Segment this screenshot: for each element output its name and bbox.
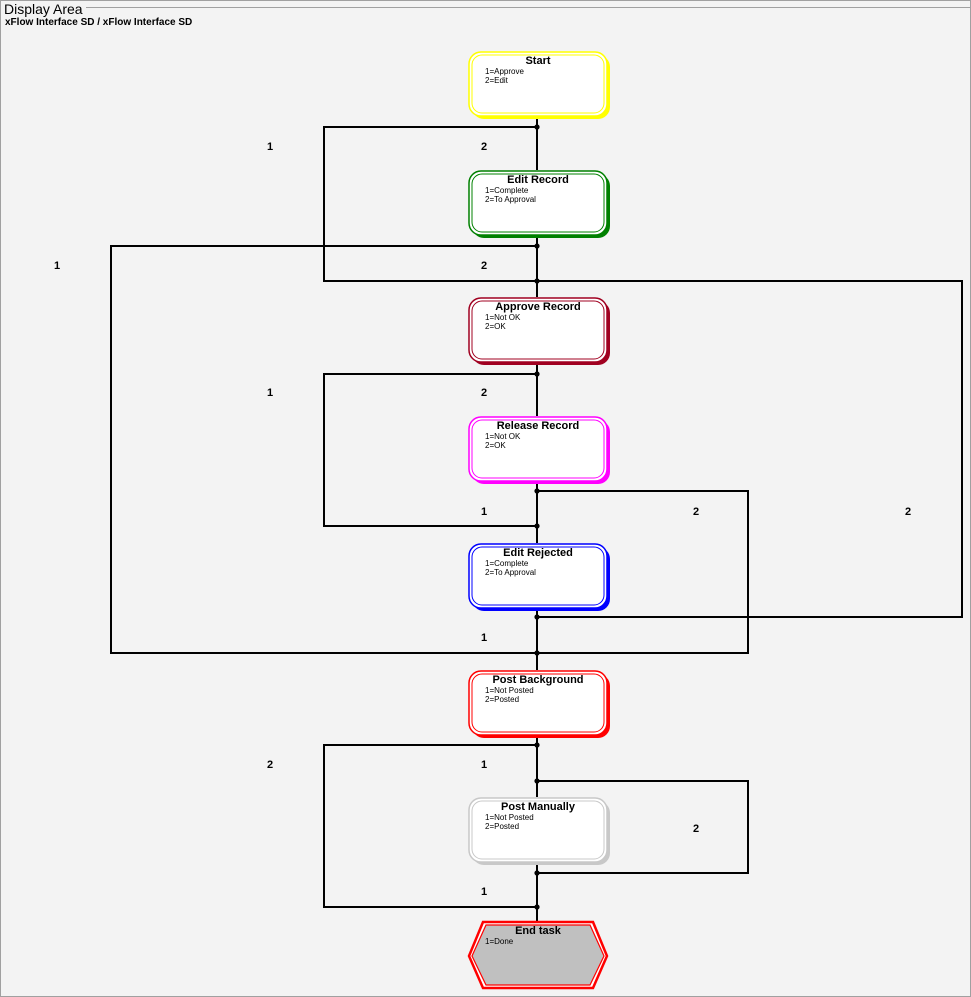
edge-junctions: [534, 124, 540, 910]
edge-label: 1: [54, 260, 60, 272]
node-option: 2=Posted: [485, 822, 519, 831]
edge-labels: 1 2 1 2 1 2 1 2 2 1 2 1 2 1: [54, 141, 911, 898]
edge-label: 1: [481, 506, 487, 518]
display-area-title: Display Area: [4, 1, 86, 17]
edge-junction-dot: [534, 124, 540, 130]
node-title: Post Manually: [501, 801, 576, 813]
edge-label: 2: [267, 759, 273, 771]
edge-junction-dot: [534, 742, 540, 748]
node-body: [471, 546, 605, 606]
node-title: Start: [525, 55, 550, 67]
node-title: Release Record: [497, 420, 580, 432]
edge-junction-dot: [534, 904, 540, 910]
edge-label: 1: [267, 141, 273, 153]
edge-junction-dot: [534, 614, 540, 620]
node-body: [471, 800, 605, 860]
node-option: 2=To Approval: [485, 195, 536, 204]
node-option: 1=Complete: [485, 186, 529, 195]
edge-label: 2: [905, 506, 911, 518]
node-option: 1=Complete: [485, 559, 529, 568]
node-option: 2=OK: [485, 322, 506, 331]
node-title: End task: [515, 925, 562, 937]
edge-label: 1: [481, 886, 487, 898]
edge-label: 2: [693, 823, 699, 835]
edge-edit-rejected-to-approve-record[interactable]: [537, 280, 963, 618]
edge-junction-dot: [534, 488, 540, 494]
edge-approve-record-to-edit-rejected[interactable]: [323, 373, 537, 527]
edge-label: 2: [481, 387, 487, 399]
edge-label: 2: [481, 141, 487, 153]
edge-junction-dot: [534, 278, 540, 284]
node-body: [471, 173, 605, 233]
node-option: 1=Approve: [485, 67, 524, 76]
edge-label: 1: [481, 759, 487, 771]
node-option: 2=OK: [485, 441, 506, 450]
edge-start-to-approve-record[interactable]: [323, 126, 537, 282]
edge-release-record-to-post-background[interactable]: [537, 490, 749, 654]
node-option: 2=To Approval: [485, 568, 536, 577]
node-option: 1=Not OK: [485, 313, 521, 322]
workflow-edges: [110, 117, 963, 922]
node-body: [471, 419, 605, 479]
edge-label: 2: [481, 260, 487, 272]
node-title: Edit Rejected: [503, 547, 573, 559]
edge-junction-dot: [534, 371, 540, 377]
edge-junction-dot: [534, 243, 540, 249]
frame-top-border: [84, 7, 971, 8]
node-option: 1=Done: [485, 937, 514, 946]
edge-label: 1: [267, 387, 273, 399]
edge-junction-dot: [534, 523, 540, 529]
edge-junction-dot: [534, 778, 540, 784]
edge-label: 1: [481, 632, 487, 644]
node-option: 1=Not Posted: [485, 813, 534, 822]
breadcrumb: xFlow Interface SD / xFlow Interface SD: [5, 17, 193, 28]
edge-label: 2: [693, 506, 699, 518]
edge-post-manually-loop[interactable]: [537, 780, 749, 874]
node-title: Edit Record: [507, 174, 569, 186]
edge-junction-dot: [534, 870, 540, 876]
node-option: 2=Edit: [485, 76, 509, 85]
edge-junction-dot: [534, 650, 540, 656]
node-body: [471, 924, 605, 986]
edge-post-background-to-end-task[interactable]: [323, 744, 537, 908]
node-option: 2=Posted: [485, 695, 519, 704]
node-body: [471, 300, 605, 360]
node-option: 1=Not OK: [485, 432, 521, 441]
edge-edit-record-to-post-background[interactable]: [110, 245, 537, 654]
node-body: [471, 54, 605, 114]
node-body: [471, 673, 605, 733]
node-option: 1=Not Posted: [485, 686, 534, 695]
node-title: Post Background: [492, 674, 583, 686]
node-title: Approve Record: [495, 301, 581, 313]
